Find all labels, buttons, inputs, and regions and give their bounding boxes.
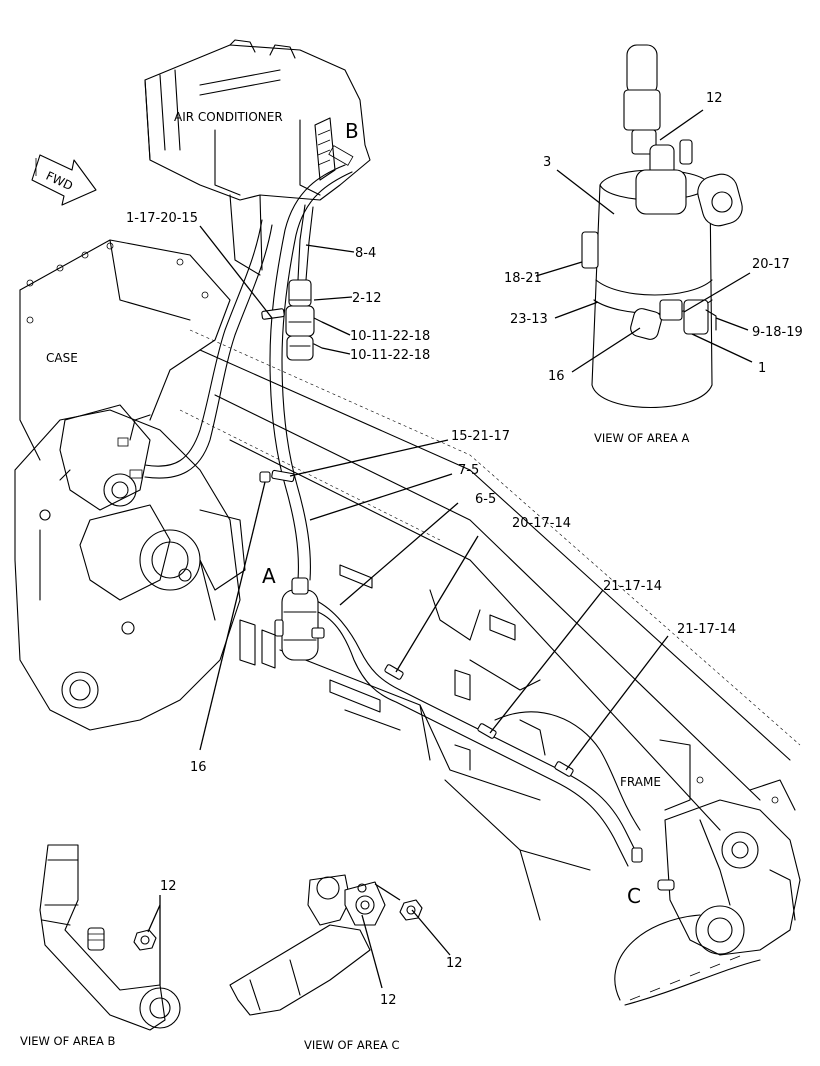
callout-21-17-14-a: 21-17-14 <box>603 579 662 594</box>
view-c-callout-12-a: 12 <box>446 956 463 971</box>
callout-10-11-22-18-a: 10-11-22-18 <box>350 329 430 344</box>
callout-1-17-20-15: 1-17-20-15 <box>126 211 198 226</box>
air-conditioner-label: AIR CONDITIONER <box>174 110 283 124</box>
fwd-arrow: FWD <box>31 154 97 206</box>
view-of-area-b <box>39 844 181 1031</box>
main-labels: AIR CONDITIONER CASE FRAME B A C 1-17-20… <box>46 110 736 908</box>
hose-clamps <box>259 308 574 777</box>
accumulator-area-a <box>274 577 325 661</box>
callout-7-5: 7-5 <box>458 463 479 478</box>
frame-label: FRAME <box>620 775 661 789</box>
callout-8-4: 8-4 <box>355 246 376 261</box>
view-a-callout-12: 12 <box>706 91 723 106</box>
view-c-labels: 12 12 VIEW OF AREA C <box>304 956 463 1052</box>
view-c-caption: VIEW OF AREA C <box>304 1038 400 1052</box>
transmission-case <box>14 239 246 731</box>
view-a-labels: 12 3 18-21 20-17 23-13 9-18-19 16 1 VIEW… <box>504 91 803 445</box>
callout-15-21-17: 15-21-17 <box>451 429 510 444</box>
callout-20-17-14: 20-17-14 <box>512 516 571 531</box>
frame-rail <box>179 329 801 921</box>
area-letter-b: B <box>345 119 359 143</box>
callout-16: 16 <box>190 760 207 775</box>
view-a-caption: VIEW OF AREA A <box>594 431 690 445</box>
air-conditioner-unit <box>144 39 371 276</box>
callout-2-12: 2-12 <box>352 291 382 306</box>
view-of-area-a <box>581 44 743 408</box>
callout-6-5: 6-5 <box>475 492 496 507</box>
view-a-callout-1: 1 <box>758 361 766 376</box>
refrigerant-hoses <box>144 164 641 867</box>
view-b-labels: 12 VIEW OF AREA B <box>20 879 177 1048</box>
view-a-callout-20-17: 20-17 <box>752 257 790 272</box>
view-of-area-c <box>229 874 423 1016</box>
view-b-callout-12: 12 <box>160 879 177 894</box>
view-c-callout-12-b: 12 <box>380 993 397 1008</box>
view-a-callout-23-13: 23-13 <box>510 312 548 327</box>
compressor-area-c <box>614 776 801 1006</box>
view-a-callout-16: 16 <box>548 369 565 384</box>
area-letter-a: A <box>262 564 276 588</box>
view-a-callout-9-18-19: 9-18-19 <box>752 325 803 340</box>
leader-lines <box>147 109 753 989</box>
receiver-dryer <box>285 279 323 361</box>
view-b-caption: VIEW OF AREA B <box>20 1034 116 1048</box>
view-a-callout-18-21: 18-21 <box>504 271 542 286</box>
callout-10-11-22-18-b: 10-11-22-18 <box>350 348 430 363</box>
view-a-callout-3: 3 <box>543 155 551 170</box>
area-letter-c: C <box>627 884 641 908</box>
callout-21-17-14-b: 21-17-14 <box>677 622 736 637</box>
case-label: CASE <box>46 351 78 365</box>
